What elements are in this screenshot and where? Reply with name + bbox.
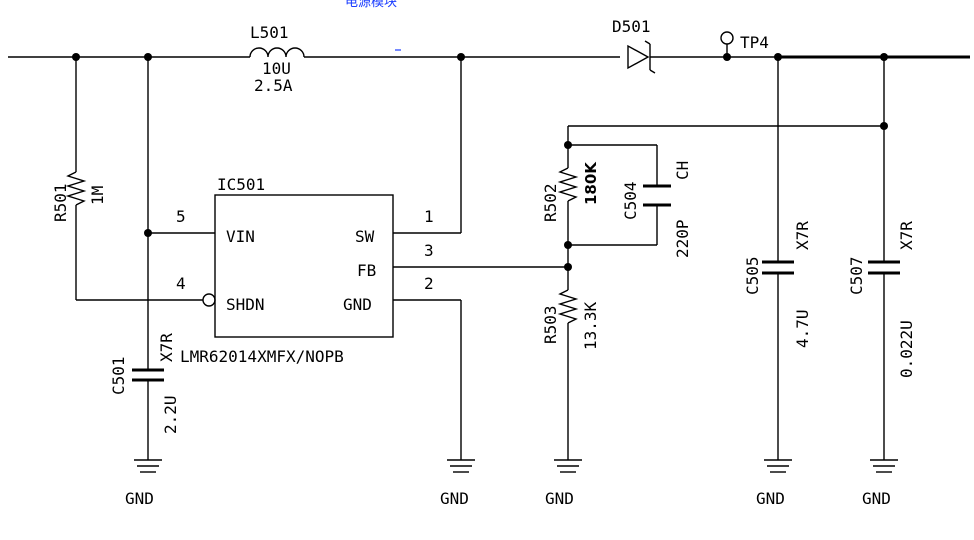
d501-ref: D501 — [612, 17, 651, 36]
c505-value: 4.7U — [793, 309, 812, 348]
pin-gnd-num: 2 — [424, 274, 434, 293]
pin-sw-num: 1 — [424, 207, 434, 226]
gnd-label: GND — [545, 489, 574, 508]
r501-value: 1M — [88, 186, 107, 205]
c501-value: 2.2U — [161, 395, 180, 434]
pin-shdn-num: 4 — [176, 274, 186, 293]
junction-dot — [144, 229, 152, 237]
capacitor-c504: C504 CH 220P — [621, 145, 692, 258]
header-fragment: 电源模块 — [345, 0, 397, 10]
ground-r503: GND — [545, 459, 582, 508]
ground-c505: GND — [756, 459, 792, 508]
ic-ref: IC501 — [217, 175, 265, 194]
c505-ref: C505 — [743, 256, 762, 295]
c505-dielectric: X7R — [793, 221, 812, 250]
c507-dielectric: X7R — [897, 221, 916, 250]
diode-d501: D501 — [612, 17, 656, 74]
ground-c501: GND — [125, 459, 162, 508]
capacitor-c507: X7R C507 0.022U — [847, 57, 916, 460]
r502-ref: R502 — [541, 183, 560, 222]
gnd-label: GND — [756, 489, 785, 508]
l501-value: 10U — [262, 59, 291, 78]
ic-part: LMR62014XMFX/NOPB — [180, 347, 344, 366]
c507-value: 0.022U — [897, 320, 916, 378]
r502-value: 180K — [582, 161, 600, 205]
capacitor-c501: X7R C501 2.2U — [109, 57, 215, 460]
gnd-label: GND — [862, 489, 891, 508]
c501-dielectric: X7R — [157, 333, 176, 362]
ground-ic: GND — [440, 459, 475, 508]
ic-gnd-net — [393, 299, 462, 460]
shdn-inversion-bubble — [202, 293, 216, 307]
junction-dot — [564, 141, 572, 149]
junction-dot — [880, 53, 888, 61]
c504-ref: C504 — [621, 181, 640, 220]
feedback-rail — [567, 125, 884, 246]
gnd-label: GND — [125, 489, 154, 508]
capacitor-c505: X7R C505 4.7U — [743, 57, 812, 460]
pin-sw-name: SW — [355, 227, 375, 246]
junction-dot — [880, 122, 888, 130]
junction-dot — [564, 241, 572, 249]
r503-ref: R503 — [541, 305, 560, 344]
junction-dot — [144, 53, 152, 61]
ic501: IC501 LMR62014XMFX/NOPB VIN SHDN SW FB G… — [176, 175, 434, 366]
ground-c507: GND — [862, 459, 898, 508]
resistor-r501: R501 1M — [51, 57, 203, 301]
pin-fb-name: FB — [357, 261, 376, 280]
junction-dot — [457, 53, 465, 61]
r501-ref: R501 — [51, 183, 70, 222]
pin-shdn-name: SHDN — [226, 295, 265, 314]
resistor-r503: R503 13.3K — [541, 289, 600, 460]
pin-fb-num: 3 — [424, 241, 434, 260]
resistor-r502: R502 180K — [541, 161, 600, 290]
pin-gnd-name: GND — [343, 295, 372, 314]
pin-vin-num: 5 — [176, 207, 186, 226]
junction-dot — [72, 53, 80, 61]
tp4-ref: TP4 — [740, 33, 769, 52]
l501-current: 2.5A — [254, 76, 293, 95]
sw-net — [393, 57, 462, 234]
inductor-l501: L501 10U 2.5A — [249, 23, 305, 95]
junction-dot — [564, 263, 572, 271]
pin-vin-name: VIN — [226, 227, 255, 246]
junction-dot — [774, 53, 782, 61]
l501-ref: L501 — [250, 23, 289, 42]
r503-value: 13.3K — [581, 301, 600, 350]
c504-value: 220P — [673, 219, 692, 258]
junctions — [72, 53, 888, 271]
junction-dot — [723, 53, 731, 61]
c504-dielectric: CH — [673, 161, 692, 180]
c501-ref: C501 — [109, 356, 128, 395]
c507-ref: C507 — [847, 256, 866, 295]
gnd-label: GND — [440, 489, 469, 508]
